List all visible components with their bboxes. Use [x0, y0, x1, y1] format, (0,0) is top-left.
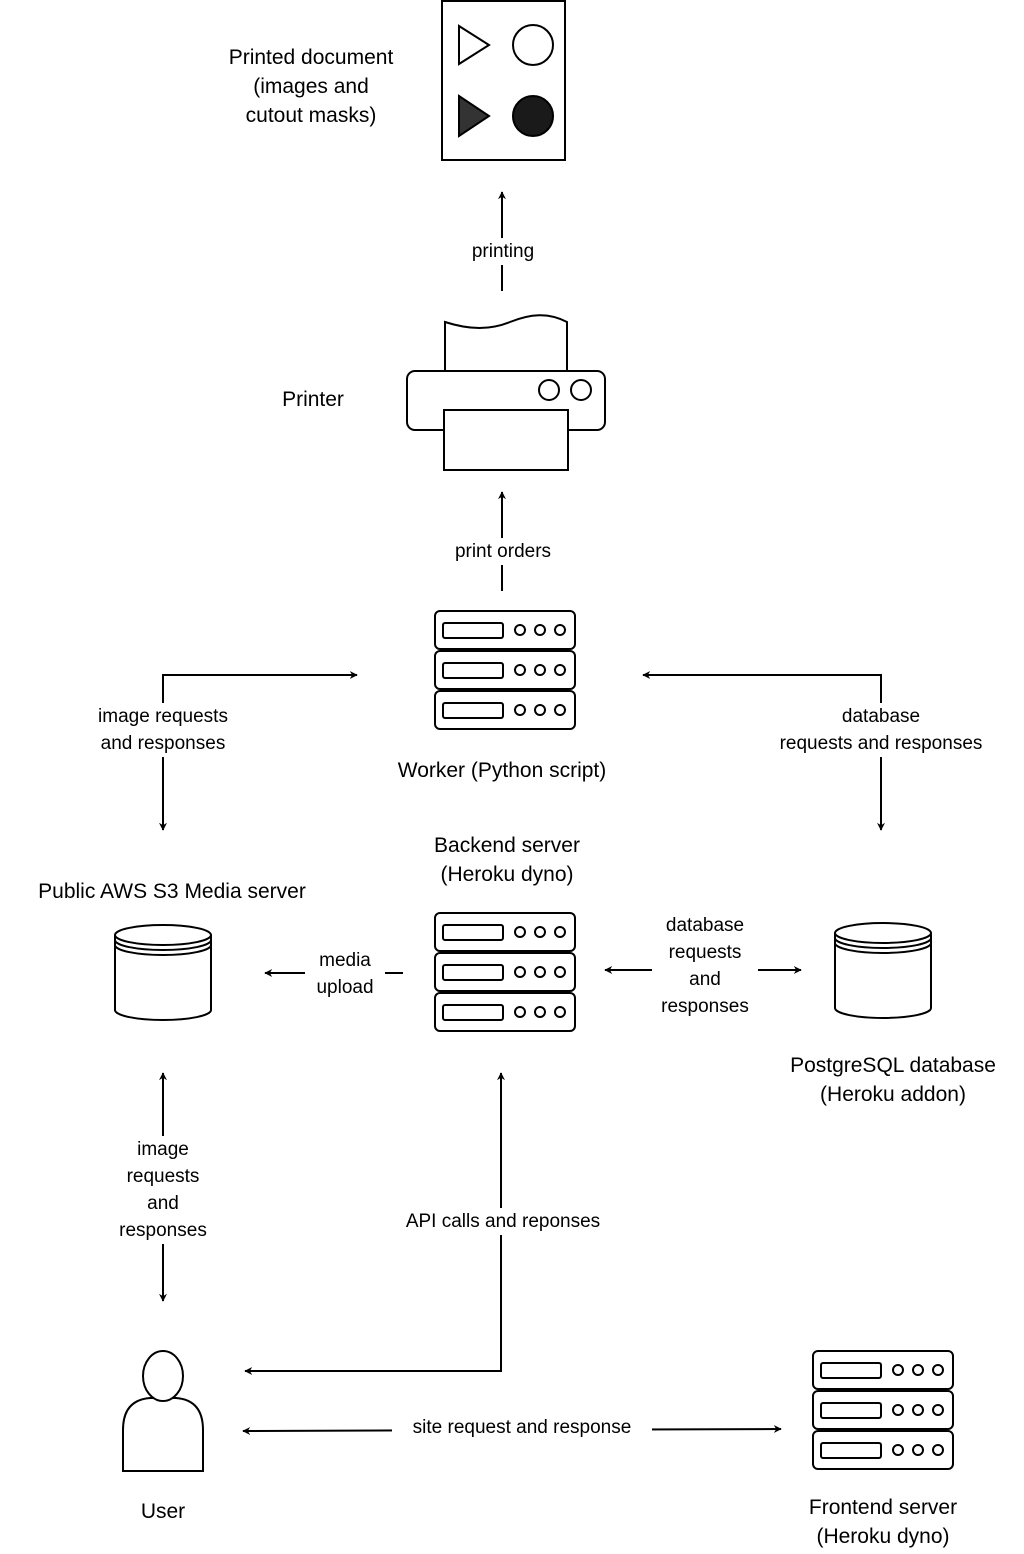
worker-database-edge-label: database requests and responses	[757, 703, 1005, 757]
print-orders-edge-label: print orders	[442, 538, 564, 565]
api-calls-edge-label: API calls and reponses	[385, 1208, 621, 1235]
worker-media-arrow	[159, 671, 358, 831]
media-server-icon	[114, 924, 212, 1021]
printer-label: Printer	[282, 388, 344, 411]
user-label: User	[140, 1500, 186, 1523]
printed-document-label: Printed document (images and cutout mask…	[228, 46, 394, 127]
media-server-label: Public AWS S3 Media server	[38, 880, 306, 903]
database-label: PostgreSQL database (Heroku addon)	[790, 1054, 996, 1106]
worker-media-edge-label: image requests and responses	[83, 703, 243, 757]
worker-label: Worker (Python script)	[397, 759, 607, 782]
media-upload-edge-label: media upload	[305, 947, 385, 1001]
backend-server-icon	[434, 912, 576, 1032]
printing-edge-label: printing	[462, 238, 544, 265]
frontend-server-icon	[812, 1350, 954, 1470]
printer-icon	[406, 314, 606, 471]
database-icon	[834, 922, 932, 1019]
worker-server-icon	[434, 610, 576, 730]
user-media-edge-label: image requests and responses	[108, 1136, 218, 1244]
user-icon	[122, 1350, 204, 1472]
printed-document-icon	[441, 0, 566, 161]
frontend-label: Frontend server (Heroku dyno)	[808, 1496, 958, 1548]
api-calls-arrow	[244, 1072, 505, 1375]
worker-database-arrow	[642, 671, 885, 831]
backend-label: Backend server (Heroku dyno)	[434, 834, 580, 886]
backend-database-edge-label: database requests and responses	[652, 912, 758, 1020]
site-request-edge-label: site request and response	[392, 1414, 652, 1441]
